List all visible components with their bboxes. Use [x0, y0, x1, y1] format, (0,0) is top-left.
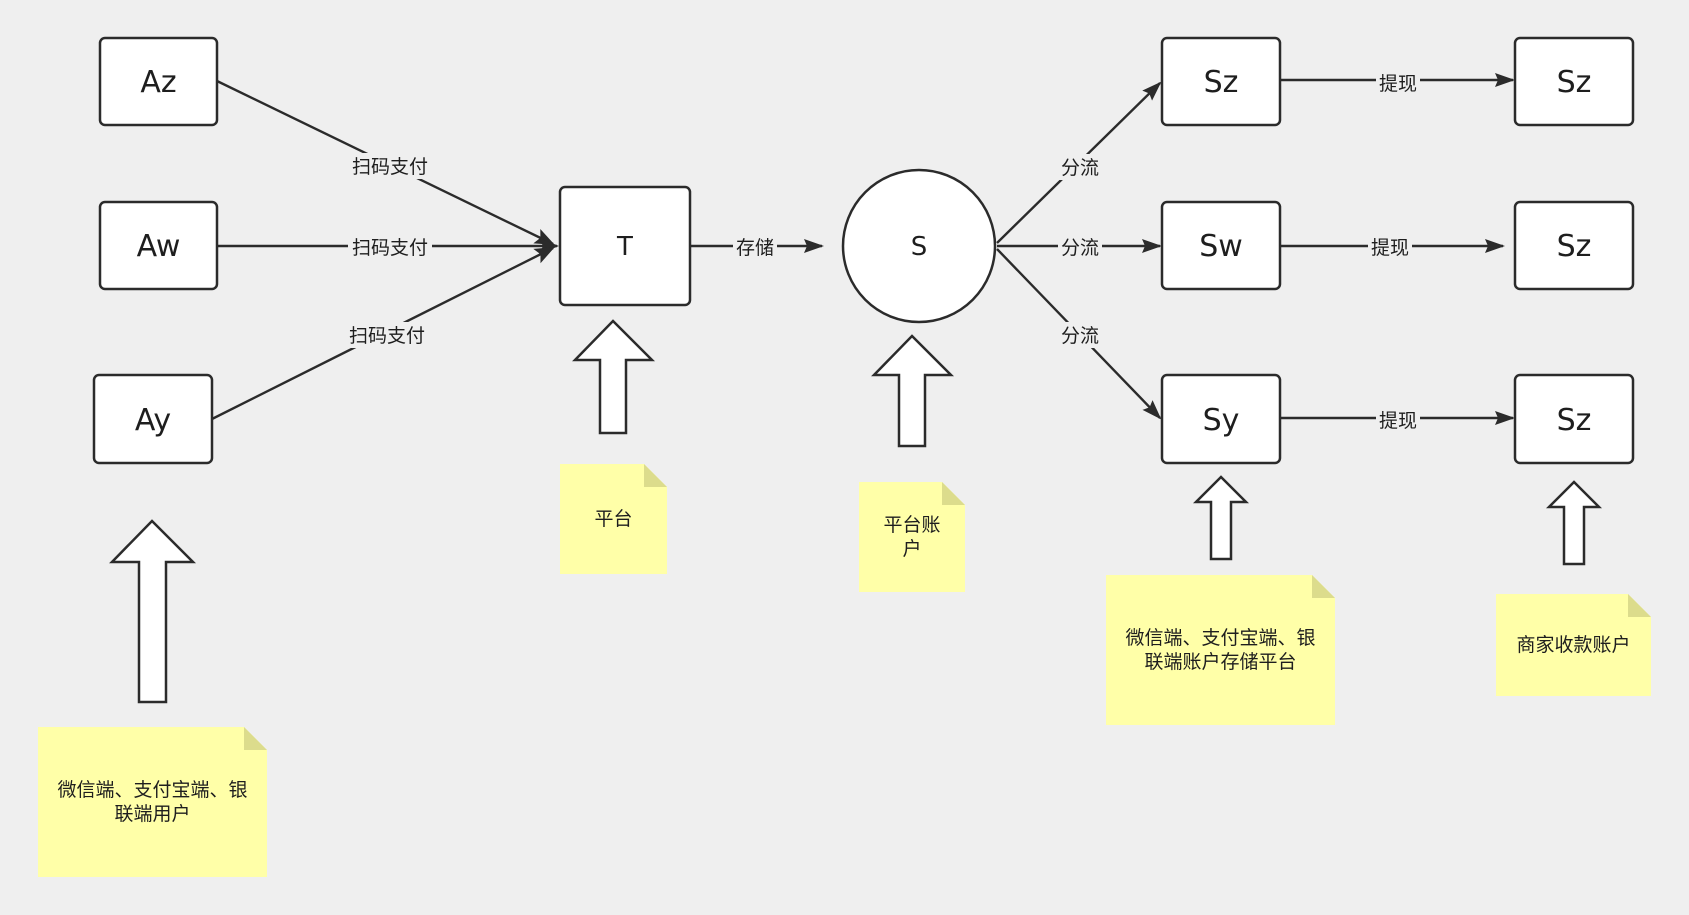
up-arrow-storage-platform-icon	[1192, 475, 1250, 561]
node-sz-right-top[interactable]: Sz	[1513, 36, 1635, 127]
node-label: Sz	[1557, 229, 1592, 264]
node-label: S	[911, 232, 928, 262]
edge-label-ay-t: 扫码支付	[345, 322, 429, 348]
edge-label-sw-sz: 提现	[1368, 234, 1412, 260]
note-storage-platform-shape	[1106, 575, 1335, 725]
edge-label-az-t: 扫码支付	[348, 153, 432, 179]
edge-label-s-sz: 分流	[1058, 154, 1102, 180]
node-s[interactable]: S	[841, 168, 997, 324]
edge-label-text: 提现	[1379, 73, 1417, 95]
node-sz-right-mid[interactable]: Sz	[1513, 200, 1635, 291]
note-platform-account[interactable]: 平台账户	[859, 482, 965, 592]
edge-label-text: 扫码支付	[352, 237, 428, 259]
note-text: 平台账户	[883, 514, 941, 560]
node-sw[interactable]: Sw	[1160, 200, 1282, 291]
up-arrow-merchant-icon	[1545, 480, 1603, 566]
edge-label-sy-sz: 提现	[1376, 407, 1420, 433]
note-text: 微信端、支付宝端、银联端用户	[57, 779, 248, 825]
node-sz-right-bot[interactable]: Sz	[1513, 373, 1635, 465]
note-merchant-shape	[1496, 594, 1651, 696]
node-label: Ay	[135, 403, 171, 438]
edge-label-text: 分流	[1061, 325, 1099, 347]
note-users-shape	[38, 727, 267, 877]
node-ay[interactable]: Ay	[92, 373, 214, 465]
note-merchant-account[interactable]: 商家收款账户	[1496, 594, 1651, 696]
note-platform-shape	[560, 464, 667, 574]
edge-label-aw-t: 扫码支付	[348, 234, 432, 260]
node-label: Sy	[1203, 403, 1240, 438]
up-arrow-platform-account-icon	[871, 334, 955, 448]
note-users[interactable]: 微信端、支付宝端、银联端用户	[38, 727, 267, 877]
note-text: 商家收款账户	[1516, 634, 1631, 656]
node-label: Aw	[137, 229, 181, 264]
node-label: Sw	[1199, 229, 1243, 264]
node-label: T	[616, 232, 633, 262]
note-platform-account-shape	[859, 482, 965, 592]
node-aw[interactable]: Aw	[98, 200, 219, 291]
node-label: Sz	[1557, 65, 1592, 100]
edge-label-text: 提现	[1379, 410, 1417, 432]
node-label: Sz	[1557, 403, 1592, 438]
up-arrow-platform-icon	[572, 319, 656, 435]
note-text: 平台	[594, 508, 633, 530]
edge-label-text: 扫码支付	[352, 156, 428, 178]
up-arrow-users-icon	[109, 519, 197, 704]
node-t[interactable]: T	[558, 185, 692, 307]
edge-label-sz-sz: 提现	[1376, 70, 1420, 96]
edge-label-s-sy: 分流	[1058, 322, 1102, 348]
node-label: Az	[140, 65, 176, 100]
edge-label-text: 扫码支付	[349, 325, 425, 347]
node-sz[interactable]: Sz	[1160, 36, 1282, 127]
note-platform[interactable]: 平台	[560, 464, 667, 574]
node-sy[interactable]: Sy	[1160, 373, 1282, 465]
edge-label-text: 分流	[1061, 237, 1099, 259]
edge-label-t-s: 存储	[733, 234, 777, 260]
note-storage-platform[interactable]: 微信端、支付宝端、银联端账户存储平台	[1106, 575, 1335, 725]
edge-label-text: 提现	[1371, 237, 1409, 259]
edge-label-text: 存储	[736, 237, 774, 259]
node-label: Sz	[1204, 65, 1239, 100]
node-az[interactable]: Az	[98, 36, 219, 127]
edge-label-s-sw: 分流	[1058, 234, 1102, 260]
note-text: 微信端、支付宝端、银联端账户存储平台	[1125, 627, 1316, 673]
edge-label-text: 分流	[1061, 157, 1099, 179]
